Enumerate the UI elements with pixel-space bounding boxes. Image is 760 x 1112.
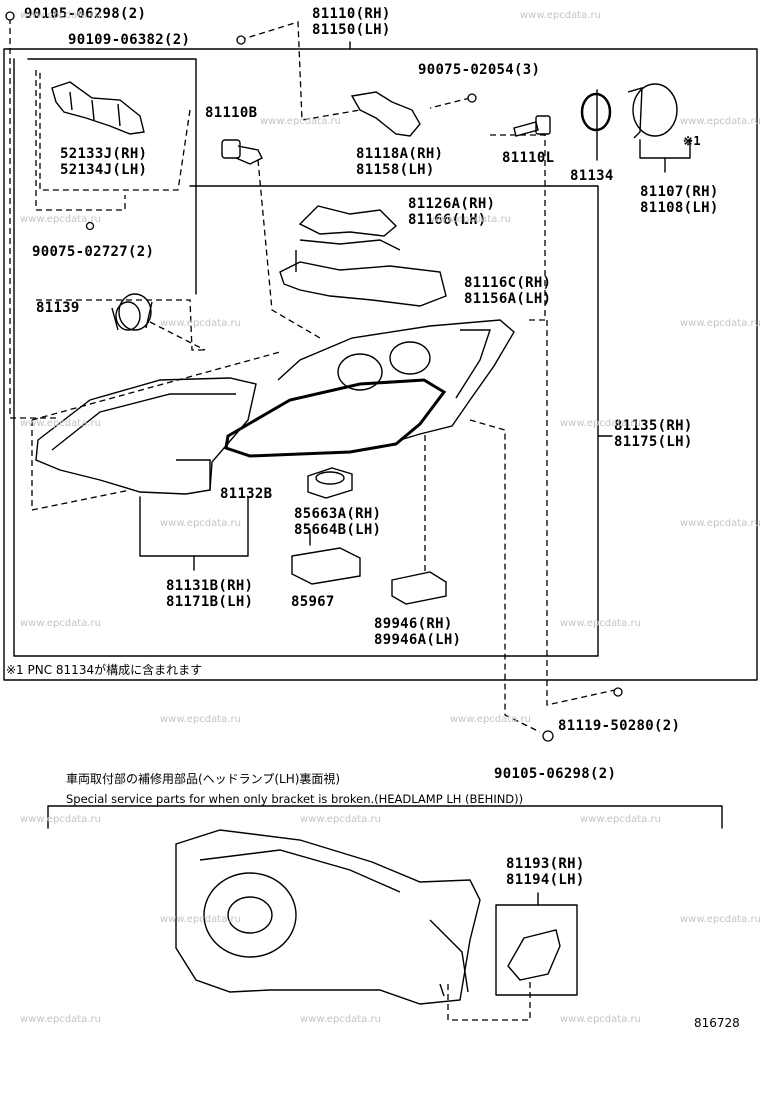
service-title-jp: 車両取付部の補修用部品(ヘッドランプ(LH)裏面視) bbox=[66, 772, 341, 786]
watermark: www.epcdata.ru bbox=[160, 518, 241, 529]
bracket-81193 bbox=[507, 929, 561, 981]
part-label-90075-02727: 90075-02727(2) bbox=[32, 244, 155, 260]
part-label-90105-lower: 90105-06298(2) bbox=[494, 766, 617, 782]
watermark: www.epcdata.ru bbox=[20, 10, 101, 21]
watermark: www.epcdata.ru bbox=[560, 418, 641, 429]
part-label-90109: 90109-06382(2) bbox=[68, 32, 191, 48]
part-label-81126a: 81126A(RH)81166(LH) bbox=[408, 196, 496, 228]
watermark: www.epcdata.ru bbox=[560, 618, 641, 629]
watermark: www.epcdata.ru bbox=[20, 418, 101, 429]
service-title-en: Special service parts for when only brac… bbox=[66, 792, 524, 806]
watermark: www.epcdata.ru bbox=[450, 714, 531, 725]
watermark: www.epcdata.ru bbox=[680, 318, 760, 329]
watermark: www.epcdata.ru bbox=[20, 618, 101, 629]
part-label-81118a: 81118A(RH)81158(LH) bbox=[356, 146, 444, 178]
watermark: www.epcdata.ru bbox=[300, 1014, 381, 1025]
part-label-81110b: 81110B bbox=[205, 105, 258, 121]
assembly-frame bbox=[13, 58, 599, 657]
part-label-85663a: 85663A(RH)85664B(LH) bbox=[294, 506, 382, 538]
module-85967 bbox=[291, 547, 361, 585]
part-label-note1: ※1 bbox=[683, 134, 701, 148]
watermark: www.epcdata.ru bbox=[300, 814, 381, 825]
figure-id: 816728 bbox=[694, 1016, 740, 1030]
bracket-52133j bbox=[51, 81, 145, 135]
part-label-90075-02054: 90075-02054(3) bbox=[418, 62, 541, 78]
watermark: www.epcdata.ru bbox=[20, 1014, 101, 1025]
bracket-81126a bbox=[298, 205, 398, 237]
part-label-81119: 81119-50280(2) bbox=[558, 718, 681, 734]
watermark: www.epcdata.ru bbox=[560, 1014, 641, 1025]
bracket-81116c bbox=[279, 239, 447, 307]
bolt-icon bbox=[5, 11, 15, 21]
part-label-81131b: 81131B(RH)81171B(LH) bbox=[166, 578, 254, 610]
bolt-icon bbox=[467, 93, 477, 103]
part-label-85967: 85967 bbox=[291, 594, 335, 610]
service-bracket bbox=[47, 805, 723, 829]
watermark: www.epcdata.ru bbox=[20, 214, 101, 225]
part-label-81110l: 81110L bbox=[502, 150, 555, 166]
watermark: www.epcdata.ru bbox=[160, 318, 241, 329]
part-label-81107: 81107(RH)81108(LH) bbox=[640, 184, 719, 216]
gasket-81132b bbox=[224, 378, 447, 458]
part-label-52133j: 52133J(RH)52134J(LH) bbox=[60, 146, 148, 178]
part-label-90105: 90105-06298(2) bbox=[24, 6, 147, 22]
part-label-81193: 81193(RH)81194(LH) bbox=[506, 856, 585, 888]
headlamp-housing-81135 bbox=[277, 319, 515, 441]
bracket-group-box bbox=[27, 58, 197, 295]
watermark: www.epcdata.ru bbox=[680, 116, 760, 127]
watermark: www.epcdata.ru bbox=[680, 518, 760, 529]
bulb-81110l bbox=[513, 115, 551, 137]
part-label-81135: 81135(RH)81175(LH) bbox=[614, 418, 693, 450]
watermark: www.epcdata.ru bbox=[580, 814, 661, 825]
headlamp-lens-81131b bbox=[35, 377, 257, 495]
bolt-icon bbox=[85, 221, 95, 231]
bolt-icon bbox=[613, 687, 623, 697]
bracket-81118a bbox=[350, 91, 421, 137]
part-label-81132b: 81132B bbox=[220, 486, 273, 502]
part-label-81134: 81134 bbox=[570, 168, 614, 184]
watermark: www.epcdata.ru bbox=[160, 714, 241, 725]
watermark: www.epcdata.ru bbox=[160, 914, 241, 925]
socket-cover-81107 bbox=[627, 83, 678, 139]
bulb-81110b bbox=[221, 139, 263, 165]
watermark: www.epcdata.ru bbox=[680, 914, 760, 925]
part-label-81139: 81139 bbox=[36, 300, 80, 316]
part-label-89946: 89946(RH)89946A(LH) bbox=[374, 616, 462, 648]
watermark: www.epcdata.ru bbox=[260, 116, 341, 127]
watermark: www.epcdata.ru bbox=[520, 10, 601, 21]
headlamp-rear-view bbox=[175, 829, 481, 1005]
footnote: ※1 PNC 81134が構成に含まれます bbox=[6, 663, 203, 677]
socket-81139 bbox=[111, 293, 153, 331]
seal-ring-81134 bbox=[580, 92, 612, 132]
bolt-icon bbox=[542, 730, 554, 742]
bracket-81193-box bbox=[495, 904, 578, 996]
part-label-81116c: 81116C(RH)81156A(LH) bbox=[464, 275, 552, 307]
module-85663a bbox=[307, 467, 353, 499]
module-89946 bbox=[391, 571, 447, 605]
watermark: www.epcdata.ru bbox=[20, 814, 101, 825]
outer-frame bbox=[3, 48, 758, 681]
part-label-81110: 81110(RH)81150(LH) bbox=[312, 6, 391, 38]
watermark: www.epcdata.ru bbox=[430, 214, 511, 225]
bolt-icon bbox=[236, 35, 246, 45]
